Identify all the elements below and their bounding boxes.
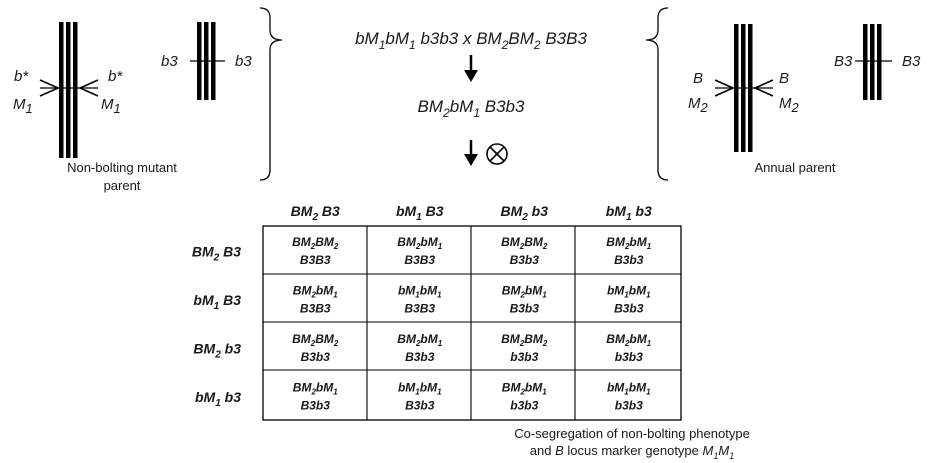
cell-genotype-line1: bM1bM1: [607, 381, 651, 397]
chromosome-bar: [863, 24, 868, 100]
chromosome-bar: [870, 24, 875, 100]
chromosome-bar: [59, 22, 64, 158]
footer-caption-line2: and B locus marker genotype M1M1: [530, 443, 734, 461]
cell-genotype-line2: B3B3: [404, 253, 435, 267]
cell-genotype-line2: B3b3: [405, 399, 435, 413]
row-header: bM1 b3: [195, 389, 241, 409]
cell-genotype-line1: BM2bM1: [606, 235, 651, 251]
cell-genotype-line2: B3b3: [405, 350, 435, 364]
punnett-grid-border: [262, 225, 682, 421]
cell-genotype-line1: BM2bM1: [397, 235, 442, 251]
cell-genotype-line2: B3B3: [300, 253, 331, 267]
f1-genotype: BM2bM1 B3b3: [418, 97, 525, 120]
column-header: bM1 b3: [606, 203, 652, 223]
left-marker-label: M2: [688, 95, 709, 115]
right-pointer-icon: [753, 79, 774, 97]
cell-genotype-line2: B3b3: [614, 253, 644, 267]
cell-genotype-line1: bM1bM1: [607, 284, 651, 300]
right-chromosome-pair-marker: B M2 B M2: [688, 24, 800, 152]
right-parent-caption: Annual parent: [755, 160, 836, 175]
left-parent: b* M1 b* M1 b3 b3 Non-bolting mutant par…: [13, 22, 252, 193]
cell-genotype-line1: BM2bM1: [293, 381, 338, 397]
cell-genotype-line2: b3b3: [615, 399, 643, 413]
right-pointer-icon: [78, 79, 99, 97]
right-allele-label: b*: [108, 68, 123, 85]
column-header: BM2 b3: [500, 203, 548, 223]
row-header: bM1 B3: [193, 292, 241, 312]
right-brace: [645, 7, 669, 181]
left-parent-caption: Non-bolting mutant: [67, 160, 177, 175]
left-b3-label: b3: [161, 53, 178, 70]
down-arrow-icon: [464, 55, 478, 82]
cell-genotype-line1: bM1bM1: [398, 284, 442, 300]
cell-genotype-line2: b3b3: [510, 399, 538, 413]
right-parent: B M2 B M2 B3 B3 Annual parent: [688, 24, 921, 175]
right-B3-label: B3: [902, 53, 921, 70]
cell-genotype-line2: B3b3: [301, 399, 331, 413]
left-chromosome-pair-b3: b3 b3: [161, 22, 252, 100]
cell-genotype-line1: BM2BM2: [501, 332, 548, 348]
left-allele-label: B: [693, 70, 703, 87]
cell-genotype-line1: BM2BM2: [501, 235, 548, 251]
cell-genotype-line2: B3b3: [614, 302, 644, 316]
cell-genotype-line2: B3B3: [404, 302, 435, 316]
left-chromosome-pair-marker: b* M1 b* M1: [13, 22, 123, 158]
right-chromosome-pair-B3: B3 B3: [834, 24, 921, 100]
cell-genotype-line2: B3b3: [510, 302, 540, 316]
cell-genotype-line2: b3b3: [510, 350, 538, 364]
cell-genotype-line1: BM2BM2: [292, 235, 339, 251]
cell-genotype-line2: B3b3: [510, 253, 540, 267]
right-b3-label: b3: [235, 53, 252, 70]
right-allele-label: B: [779, 70, 789, 87]
right-marker-label: M1: [101, 96, 121, 116]
cell-genotype-line1: BM2bM1: [606, 332, 651, 348]
cell-genotype-line1: BM2bM1: [502, 284, 547, 300]
cell-genotype-line2: B3b3: [301, 350, 331, 364]
cross-formula: bM1bM1 b3b3 x BM2BM2 B3B3: [355, 29, 587, 52]
row-header: BM2 B3: [192, 243, 241, 263]
cell-genotype-line2: b3b3: [615, 350, 643, 364]
cell-genotype-line1: bM1bM1: [398, 381, 442, 397]
left-marker-label: M1: [13, 96, 33, 116]
chromosome-bar: [877, 24, 882, 100]
left-parent-caption-line2: parent: [104, 178, 141, 193]
cell-genotype-line1: BM2bM1: [397, 332, 442, 348]
cell-genotype-line1: BM2bM1: [293, 284, 338, 300]
footer-caption-line1: Co-segregation of non-bolting phenotype: [514, 426, 750, 441]
left-allele-label: b*: [14, 68, 29, 85]
chromosome-bar: [73, 22, 78, 158]
chromosome-bar: [66, 22, 71, 158]
column-header: bM1 B3: [396, 203, 444, 223]
self-cross-icon: [486, 143, 508, 165]
row-header: BM2 b3: [193, 340, 241, 360]
cell-genotype-line2: B3B3: [300, 302, 331, 316]
right-marker-label: M2: [779, 95, 800, 115]
left-B3-label: B3: [834, 53, 853, 70]
cell-genotype-line1: BM2BM2: [292, 332, 339, 348]
punnett-square: BM2 B3 bM1 B3 BM2 b3 bM1 b3 BM2 B3 bM1 B3 BM2 …: [192, 203, 682, 421]
cell-genotype-line1: BM2bM1: [502, 381, 547, 397]
column-header: BM2 B3: [291, 203, 340, 223]
selfing-arrow-icon: [464, 140, 478, 166]
cross-scheme: bM1bM1 b3b3 x BM2BM2 B3B3 BM2bM1 B3b3: [355, 29, 587, 166]
left-brace: [259, 7, 283, 181]
